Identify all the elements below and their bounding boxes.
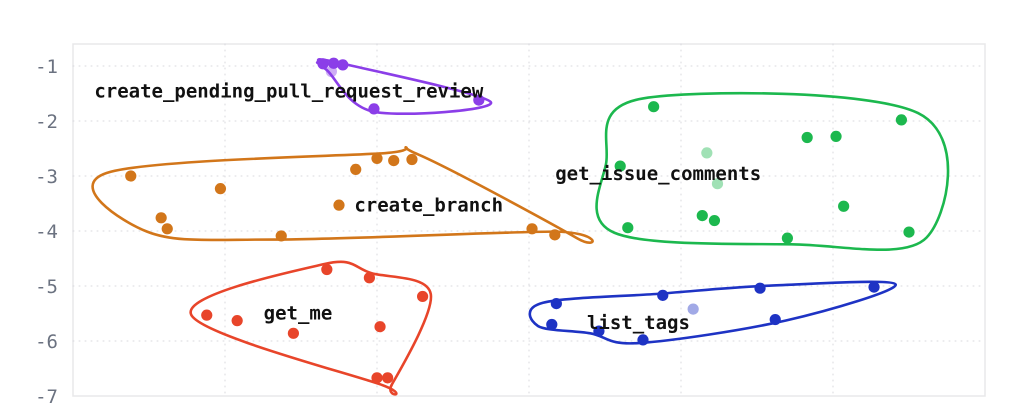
cluster-label-get_me: get_me xyxy=(264,303,333,325)
data-point-list_tags xyxy=(593,325,605,337)
data-point-create_branch xyxy=(214,183,227,195)
cluster-hull-list_tags xyxy=(528,280,897,345)
data-point-get_me xyxy=(201,309,213,321)
cluster-hull-create_branch xyxy=(91,145,594,244)
cluster-label-create_branch: create_branch xyxy=(354,195,503,217)
data-point-list_tags xyxy=(769,313,781,326)
cluster-hull-get_me xyxy=(189,260,433,396)
data-point-get_issue_comments xyxy=(696,210,708,222)
data-point-list_tags xyxy=(657,289,669,301)
cluster-label-create_pending_pull_request_review: create_pending_pull_request_review xyxy=(94,80,483,102)
data-point-create_pending_pull_request_review xyxy=(317,58,329,70)
data-point-create_branch xyxy=(350,163,362,175)
data-point-create_pending_pull_request_review xyxy=(473,94,485,106)
data-point-create_branch xyxy=(333,199,345,211)
data-point-create_branch xyxy=(371,152,383,164)
y-tick-label: -5 xyxy=(35,276,58,298)
y-tick-label: -3 xyxy=(35,166,58,188)
cluster-label-list_tags: list_tags xyxy=(587,312,690,334)
y-tick-label: -6 xyxy=(35,331,58,353)
data-point-create_branch xyxy=(549,229,561,241)
data-point-get_issue_comments xyxy=(622,222,634,234)
data-points xyxy=(125,57,915,384)
data-point-get_issue_comments xyxy=(708,214,721,227)
data-point-list_tags xyxy=(868,281,880,293)
data-point-get_issue_comments xyxy=(648,101,660,113)
y-axis-tick-labels: -1 -2 -3 -4 -5 -6 -7 xyxy=(35,56,58,408)
y-tick-label: -2 xyxy=(35,111,58,133)
data-point-create_branch xyxy=(125,170,137,182)
y-tick-label: -4 xyxy=(35,221,58,243)
data-point-create_branch xyxy=(526,223,538,235)
data-point-get_me xyxy=(321,263,333,276)
data-point-list_tags xyxy=(637,334,649,346)
data-point-create_branch xyxy=(161,223,173,235)
data-point-get_issue_comments xyxy=(903,226,915,238)
cluster-hull-get_issue_comments xyxy=(595,91,950,251)
cluster-labels: create_pending_pull_request_reviewcreate… xyxy=(94,80,761,334)
data-point-get_issue_comments xyxy=(781,232,794,244)
data-point-list_tags xyxy=(550,298,562,310)
data-point-list_tags xyxy=(687,303,699,315)
data-point-list_tags xyxy=(546,318,558,331)
data-point-create_branch xyxy=(388,155,400,167)
data-point-create_pending_pull_request_review xyxy=(328,57,340,69)
data-point-get_me xyxy=(417,290,429,303)
data-point-create_branch xyxy=(275,230,287,242)
y-tick-label: -1 xyxy=(35,56,58,78)
data-point-list_tags xyxy=(754,282,766,294)
data-point-get_me xyxy=(363,272,375,284)
data-point-get_me xyxy=(231,315,243,327)
data-point-get_me xyxy=(371,372,383,384)
data-point-get_issue_comments xyxy=(711,178,724,190)
data-point-get_issue_comments xyxy=(701,147,713,159)
data-point-create_pending_pull_request_review xyxy=(368,103,380,115)
data-point-get_me xyxy=(382,372,394,384)
data-point-get_me xyxy=(287,327,299,339)
data-point-create_pending_pull_request_review xyxy=(325,65,337,78)
data-point-get_issue_comments xyxy=(801,131,813,144)
data-point-create_branch xyxy=(155,212,167,224)
data-point-get_issue_comments xyxy=(895,114,908,126)
cluster-label-get_issue_comments: get_issue_comments xyxy=(555,163,761,185)
data-point-get_issue_comments xyxy=(838,200,850,212)
data-point-get_issue_comments xyxy=(830,130,842,142)
y-tick-label: -7 xyxy=(35,386,58,408)
data-point-create_branch xyxy=(406,153,418,166)
data-point-get_issue_comments xyxy=(614,160,626,172)
data-point-create_pending_pull_request_review xyxy=(337,59,349,71)
plot-area-frame xyxy=(72,43,986,397)
data-point-get_me xyxy=(374,321,386,333)
